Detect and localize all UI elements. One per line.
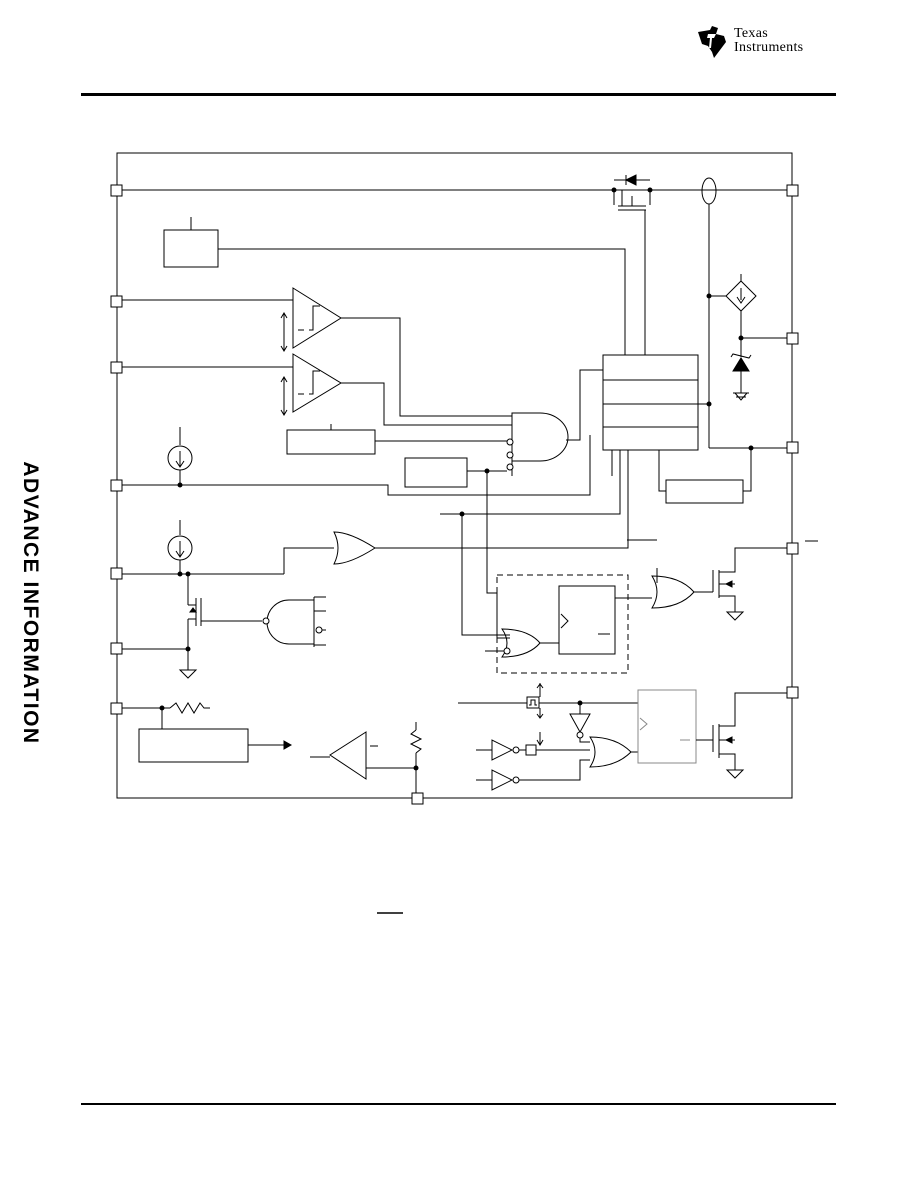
zener-diode <box>730 338 752 401</box>
pin-left-5 <box>110 567 123 580</box>
pin-left-7 <box>110 702 123 715</box>
output-fet-1 <box>712 547 787 621</box>
or-gate-output-2 <box>589 736 632 768</box>
pin-right-4 <box>786 542 799 555</box>
comparator-2 <box>122 353 512 426</box>
pin-right-3 <box>786 441 799 454</box>
buffer-2 <box>491 739 514 761</box>
chip-outline <box>116 152 793 799</box>
current-source-1 <box>167 427 193 485</box>
dependent-source <box>706 274 787 341</box>
pin-left-2 <box>110 295 123 308</box>
delay-block <box>286 429 376 455</box>
buffer-gate <box>333 531 376 565</box>
pin-right-5 <box>786 686 799 699</box>
output-flipflop <box>637 689 697 764</box>
pin-right-1 <box>786 184 799 197</box>
latch-flipflop <box>558 585 616 655</box>
pin-left-1 <box>110 184 123 197</box>
control-logic-block <box>602 354 699 451</box>
footer-rule <box>81 1103 836 1105</box>
comparator-1 <box>122 287 512 417</box>
pin-right-2 <box>786 332 799 345</box>
header-rule <box>81 93 836 96</box>
pass-fet <box>611 174 653 355</box>
pulse-block-1 <box>526 696 540 709</box>
pin-left-6 <box>110 642 123 655</box>
or-gate-latch <box>501 628 541 658</box>
output-fet-2 <box>712 692 787 779</box>
pin-left-3 <box>110 361 123 374</box>
logo-line2: Instruments <box>734 40 804 55</box>
pin-bottom-gnd <box>411 792 424 805</box>
ti-logo: Texas Instruments <box>696 24 838 64</box>
error-amplifier <box>310 722 423 793</box>
reference-block <box>163 229 219 268</box>
pulldown-fet <box>187 574 262 649</box>
and-gate <box>506 369 603 476</box>
inverter-1 <box>569 713 591 734</box>
logo-line1: Texas <box>734 26 768 41</box>
regulator-block <box>138 728 249 763</box>
latch-region <box>496 574 629 674</box>
buffer-3 <box>491 769 514 791</box>
current-sense <box>701 177 717 205</box>
timer-block <box>404 457 468 488</box>
current-source-2 <box>167 520 193 574</box>
nand-gate <box>262 596 326 647</box>
ti-logo-icon <box>698 26 726 58</box>
sense-resistor-block <box>665 479 744 504</box>
pin-left-4 <box>110 479 123 492</box>
or-gate-output-1 <box>651 575 695 609</box>
pulse-block-2 <box>525 744 537 756</box>
ti-logo-wordmark: Texas Instruments <box>734 27 803 55</box>
